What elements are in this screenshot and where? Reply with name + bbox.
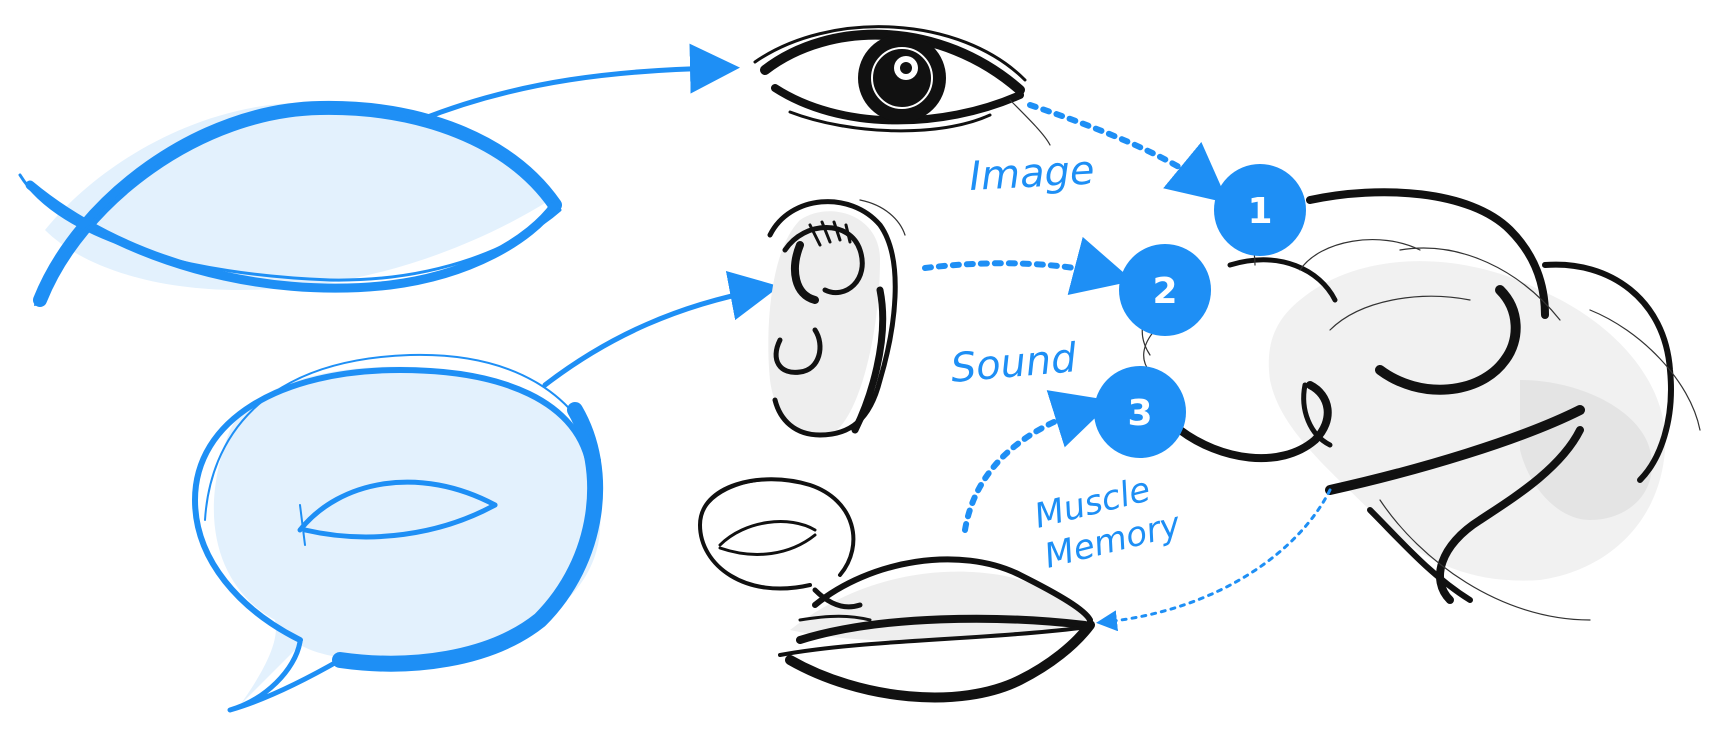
- eye-icon: [753, 25, 1051, 146]
- label-sound: Sound: [949, 335, 1079, 392]
- step-number-3: 3: [1127, 393, 1152, 434]
- speech-bubble-icon: [192, 353, 604, 713]
- arrow-ear-to-2: [922, 236, 1134, 295]
- label-image: Image: [968, 147, 1096, 199]
- arrow-mouth-to-3: [962, 390, 1113, 533]
- step-number-2: 2: [1152, 271, 1177, 312]
- step-number-1: 1: [1247, 191, 1272, 232]
- step-circle-3: 3: [1094, 366, 1186, 458]
- arrow-to-ear: [542, 270, 780, 388]
- step-circle-2: 2: [1119, 244, 1211, 336]
- ear-icon: [767, 199, 906, 438]
- mouth-icon: [698, 477, 1095, 703]
- brain-icon: [1141, 188, 1701, 621]
- arrow-brain-to-mouth: [1096, 488, 1332, 632]
- step-circle-1: 1: [1214, 164, 1306, 256]
- arrow-to-eye: [417, 43, 740, 123]
- arrow-eye-to-1: [1027, 102, 1229, 204]
- thought-bubble-icon: [18, 100, 562, 307]
- connector-line: [1143, 329, 1156, 373]
